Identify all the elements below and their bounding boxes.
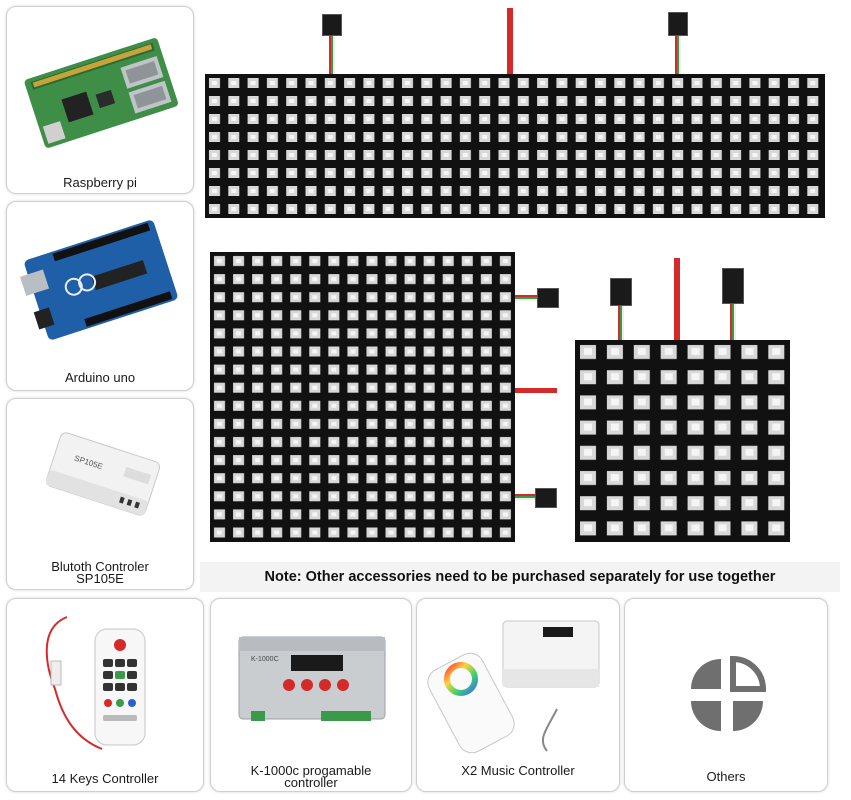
led-panel-small [575, 340, 790, 542]
keys14-controller-label: 14 Keys Controller [51, 771, 159, 786]
k1000c-label-line2: controller [284, 775, 338, 790]
top-panel-connector-right [668, 12, 688, 36]
others-icon [691, 655, 767, 731]
led-grid-small [575, 340, 790, 542]
led-grid-wide [205, 74, 825, 218]
x2-music-controller-label: X2 Music Controller [461, 763, 575, 778]
x2-music-controller-card[interactable]: X2 Music Controller [416, 598, 620, 792]
raspberry-pi-label: Raspberry pi [63, 175, 137, 190]
others-label: Others [706, 769, 746, 784]
top-panel-connector-left [322, 14, 342, 36]
large-panel-wire-top [515, 295, 541, 301]
raspberry-pi-image [24, 38, 178, 148]
led-panel-wide [205, 74, 825, 218]
purchase-note: Note: Other accessories need to be purch… [200, 562, 840, 592]
x2-music-controller-image [427, 620, 600, 754]
small-panel-connector-right [722, 268, 744, 304]
top-panel-wire-right [675, 20, 681, 76]
led-grid-large [210, 252, 515, 542]
large-panel-connector-top [537, 288, 559, 308]
others-card[interactable]: Others [624, 598, 828, 792]
bluetooth-controller-image: SP105E [45, 432, 161, 516]
arduino-uno-label: Arduino uno [64, 370, 136, 385]
bluetooth-controller-label: Blutoth Controler SP105E [7, 559, 193, 586]
k1000c-badge: K-1000C [251, 656, 279, 663]
small-panel-wire-middle [674, 258, 680, 342]
top-panel-wire-middle [507, 8, 513, 76]
arduino-uno-card[interactable]: Arduino uno [6, 201, 194, 391]
small-panel-wire-left [618, 300, 624, 342]
large-panel-wire-middle [515, 388, 557, 393]
led-panel-large [210, 252, 515, 542]
large-panel-connector-bottom [535, 488, 557, 508]
small-panel-wire-right [730, 300, 736, 342]
bluetooth-label-line2: SP105E [76, 571, 124, 586]
k1000c-controller-image: K-1000C [238, 636, 386, 721]
large-panel-wire-bottom [515, 494, 539, 500]
top-panel-wire-left [329, 20, 335, 76]
arduino-uno-image [20, 220, 178, 340]
bluetooth-label-line1: Blutoth Controler [51, 559, 149, 574]
small-panel-connector-left [610, 278, 632, 306]
bluetooth-controller-card[interactable]: SP105E Blutoth Controler SP105E [6, 398, 194, 590]
raspberry-pi-card[interactable]: Raspberry pi [6, 6, 194, 194]
keys14-controller-card[interactable]: 14 Keys Controller [6, 598, 204, 792]
k1000c-label-line1: K-1000c progamable [250, 763, 372, 778]
keys14-controller-image [45, 616, 146, 750]
k1000c-controller-label: K-1000c progamable controller [211, 763, 411, 790]
k1000c-controller-card[interactable]: K-1000C K-1000c progamable controller [210, 598, 412, 792]
